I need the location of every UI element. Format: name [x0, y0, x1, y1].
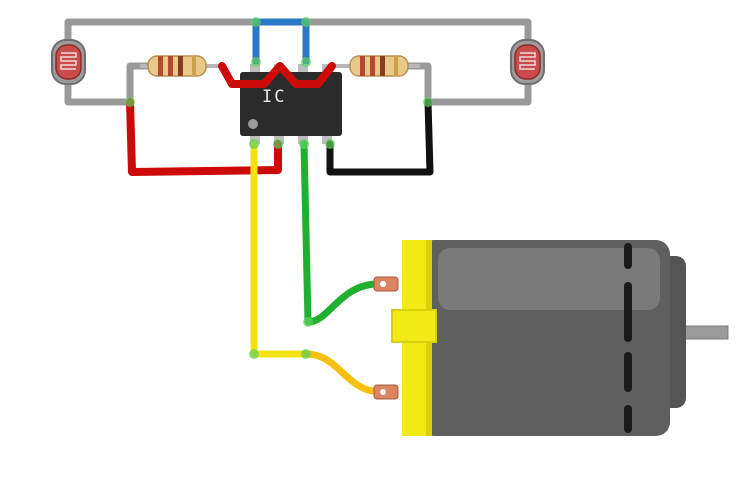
photoresistor-icon	[60, 52, 77, 70]
junction-dot	[299, 139, 309, 149]
junction-dot	[301, 17, 311, 27]
junction-dot	[301, 349, 311, 359]
resistor-left-band-4	[192, 56, 196, 76]
ldr-right-face	[514, 44, 541, 80]
ldr-left-face	[55, 44, 82, 80]
resistor-right	[335, 55, 420, 77]
ic-pin-bottom-3	[298, 134, 308, 144]
resistor-icon	[147, 55, 207, 77]
motor-slot-3	[624, 352, 632, 392]
junction-dot	[251, 57, 261, 67]
ic-pin-top-1	[250, 64, 260, 74]
dc-motor	[373, 240, 729, 436]
resistor-icon	[349, 55, 409, 77]
resistor-right-band-2	[370, 56, 375, 76]
photoresistor-icon	[519, 52, 536, 70]
resistor-right-band-1	[360, 56, 365, 76]
red-wire-left-loop	[126, 98, 282, 176]
junction-dot	[301, 57, 311, 67]
yellow-wire	[250, 140, 310, 358]
junction-dot	[325, 139, 335, 149]
resistor-right-band-3	[380, 56, 385, 76]
blue-wire	[252, 18, 310, 66]
black-wire	[326, 98, 434, 176]
motor-slot-4	[624, 405, 632, 433]
junction-dot	[249, 349, 259, 359]
gray-wire-right-ldr-bottom	[404, 62, 532, 106]
orange-wire	[302, 350, 386, 396]
photoresistor-right	[510, 39, 545, 85]
ic-pin-top-3	[298, 64, 308, 74]
ic-pin-bottom-2	[274, 134, 284, 144]
resistor-left-band-3	[178, 56, 183, 76]
ic-pin-bottom-1	[250, 134, 260, 144]
motor-slot-2	[624, 282, 632, 342]
photoresistor-left	[51, 39, 86, 85]
gray-wire-left-resistor	[126, 62, 154, 106]
resistor-right-band-4	[394, 56, 398, 76]
junction-dot	[251, 17, 261, 27]
connection-highlights	[125, 17, 433, 359]
junction-dot	[303, 317, 313, 327]
motor-terminal-hole	[380, 281, 386, 287]
resistor-left-band-1	[158, 56, 163, 76]
resistor-left-band-2	[168, 56, 173, 76]
motor-slot-1	[624, 243, 632, 269]
gray-wire-left-ldr-bottom	[64, 78, 134, 106]
junction-dot	[125, 97, 135, 107]
junction-dot	[423, 97, 433, 107]
ic-pin-bottom-4	[322, 134, 332, 144]
ic-label: IC	[262, 87, 286, 107]
junction-dot	[273, 139, 283, 149]
resistor-left	[140, 55, 222, 77]
motor-terminal-hole	[380, 389, 386, 395]
motor-highlight	[438, 248, 660, 310]
motor-cap-boss	[391, 309, 437, 343]
junction-dot	[249, 139, 259, 149]
ic-pin1-dot	[248, 119, 258, 129]
red-wire-top-zigzag	[218, 62, 336, 88]
red-wires	[126, 62, 336, 176]
